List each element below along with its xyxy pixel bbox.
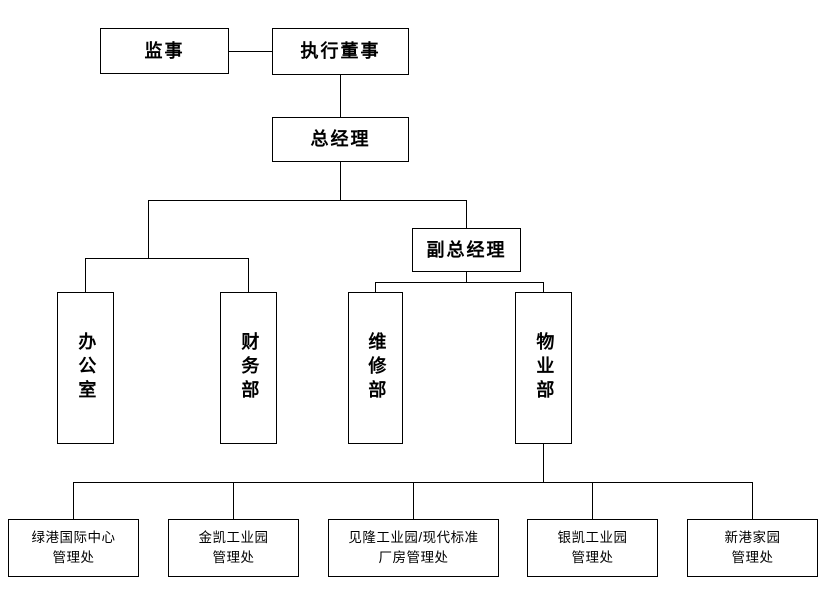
node-property-dept[interactable]: 物业部 [515,292,572,444]
connector-bus-deputy [466,200,467,228]
node-office-label: 办公室 [76,332,97,404]
connector-general-bus [340,161,341,200]
connector-maintenance-drop [375,282,376,292]
connector-finance-drop [248,258,249,292]
node-maintenance-dept-label: 维修部 [366,332,387,404]
node-leaf-yinkai[interactable]: 银凯工业园 管理处 [527,519,658,577]
node-deputy-general-manager[interactable]: 副总经理 [412,228,521,272]
connector-office-drop [85,258,86,292]
node-leaf-jianlong[interactable]: 见隆工业园/现代标准 厂房管理处 [328,519,499,577]
node-leaf-yinkai-label: 银凯工业园 管理处 [557,530,628,565]
node-deputy-general-manager-label: 副总经理 [426,239,507,260]
node-general-manager-label: 总经理 [310,129,371,150]
node-leaf-jianlong-label: 见隆工业园/现代标准 厂房管理处 [348,530,479,565]
node-finance-dept[interactable]: 财务部 [220,292,277,444]
node-office[interactable]: 办公室 [57,292,114,444]
node-leaf-lvgang-label: 绿港国际中心 管理处 [31,530,116,565]
connector-bus-left-drop [148,200,149,258]
node-executive-director-label: 执行董事 [300,41,381,62]
connector-supervisor-executive [229,51,272,52]
connector-leaf5-drop [752,482,753,519]
node-leaf-xingang-label: 新港家园 管理处 [724,530,781,565]
connector-executive-general [340,75,341,117]
bus-general-manager [148,200,467,201]
node-supervisor[interactable]: 监事 [100,28,229,74]
node-leaf-lvgang[interactable]: 绿港国际中心 管理处 [8,519,139,577]
node-leaf-jinkai-label: 金凯工业园 管理处 [198,530,269,565]
node-finance-dept-label: 财务部 [239,332,260,404]
connector-leaf2-drop [233,482,234,519]
connector-leaf4-drop [592,482,593,519]
node-maintenance-dept[interactable]: 维修部 [348,292,403,444]
bus-left-branch [85,258,249,259]
connector-property-leafbus [543,443,544,483]
node-leaf-jinkai[interactable]: 金凯工业园 管理处 [168,519,299,577]
node-executive-director[interactable]: 执行董事 [272,28,409,75]
bus-deputy-branch [375,282,544,283]
node-leaf-xingang[interactable]: 新港家园 管理处 [687,519,818,577]
node-property-dept-label: 物业部 [534,332,555,404]
node-general-manager[interactable]: 总经理 [272,117,409,162]
connector-property-drop [543,282,544,292]
connector-leaf1-drop [73,482,74,519]
connector-deputy-drop [466,271,467,282]
node-supervisor-label: 监事 [144,40,185,61]
connector-leaf3-drop [413,482,414,519]
